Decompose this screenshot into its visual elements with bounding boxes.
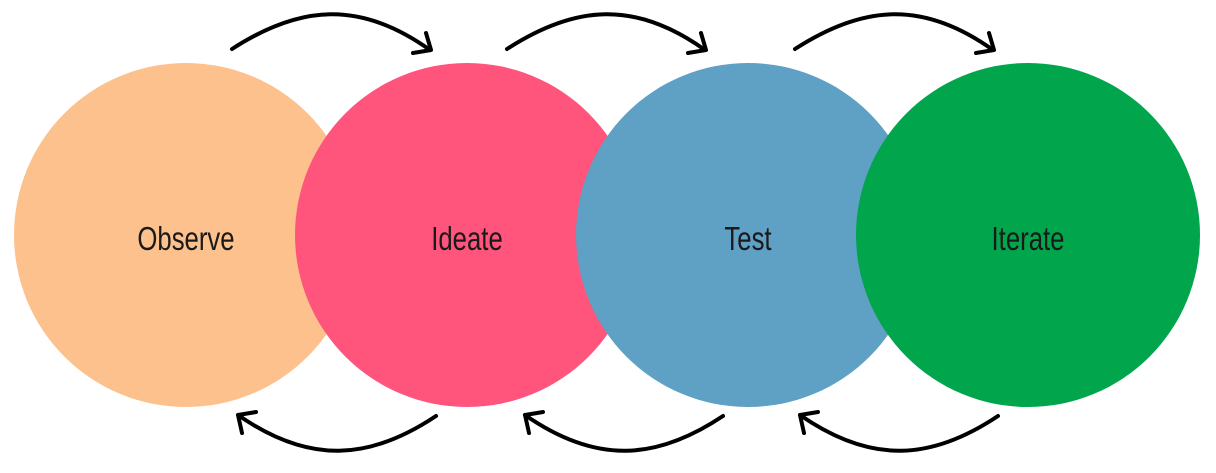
stage-label: Iterate — [992, 221, 1065, 258]
backward-arrow-icon — [798, 410, 1000, 453]
backward-arrow-icon — [236, 410, 438, 453]
forward-arrow-icon — [793, 12, 996, 55]
stage-label: Observe — [137, 221, 234, 258]
stage-observe: Observe — [14, 63, 358, 407]
stage-label: Ideate — [431, 221, 503, 258]
backward-arrow-icon — [523, 410, 725, 453]
stage-circle — [14, 63, 358, 407]
stage-circle — [576, 63, 920, 407]
forward-arrow-icon — [230, 12, 433, 55]
stage-ideate: Ideate — [295, 63, 639, 407]
stage-circle — [295, 63, 639, 407]
stage-label: Test — [724, 221, 771, 258]
stage-test: Test — [576, 63, 920, 407]
stage-iterate: Iterate — [856, 63, 1200, 407]
forward-arrow-icon — [505, 12, 708, 55]
stage-circle — [856, 63, 1200, 407]
